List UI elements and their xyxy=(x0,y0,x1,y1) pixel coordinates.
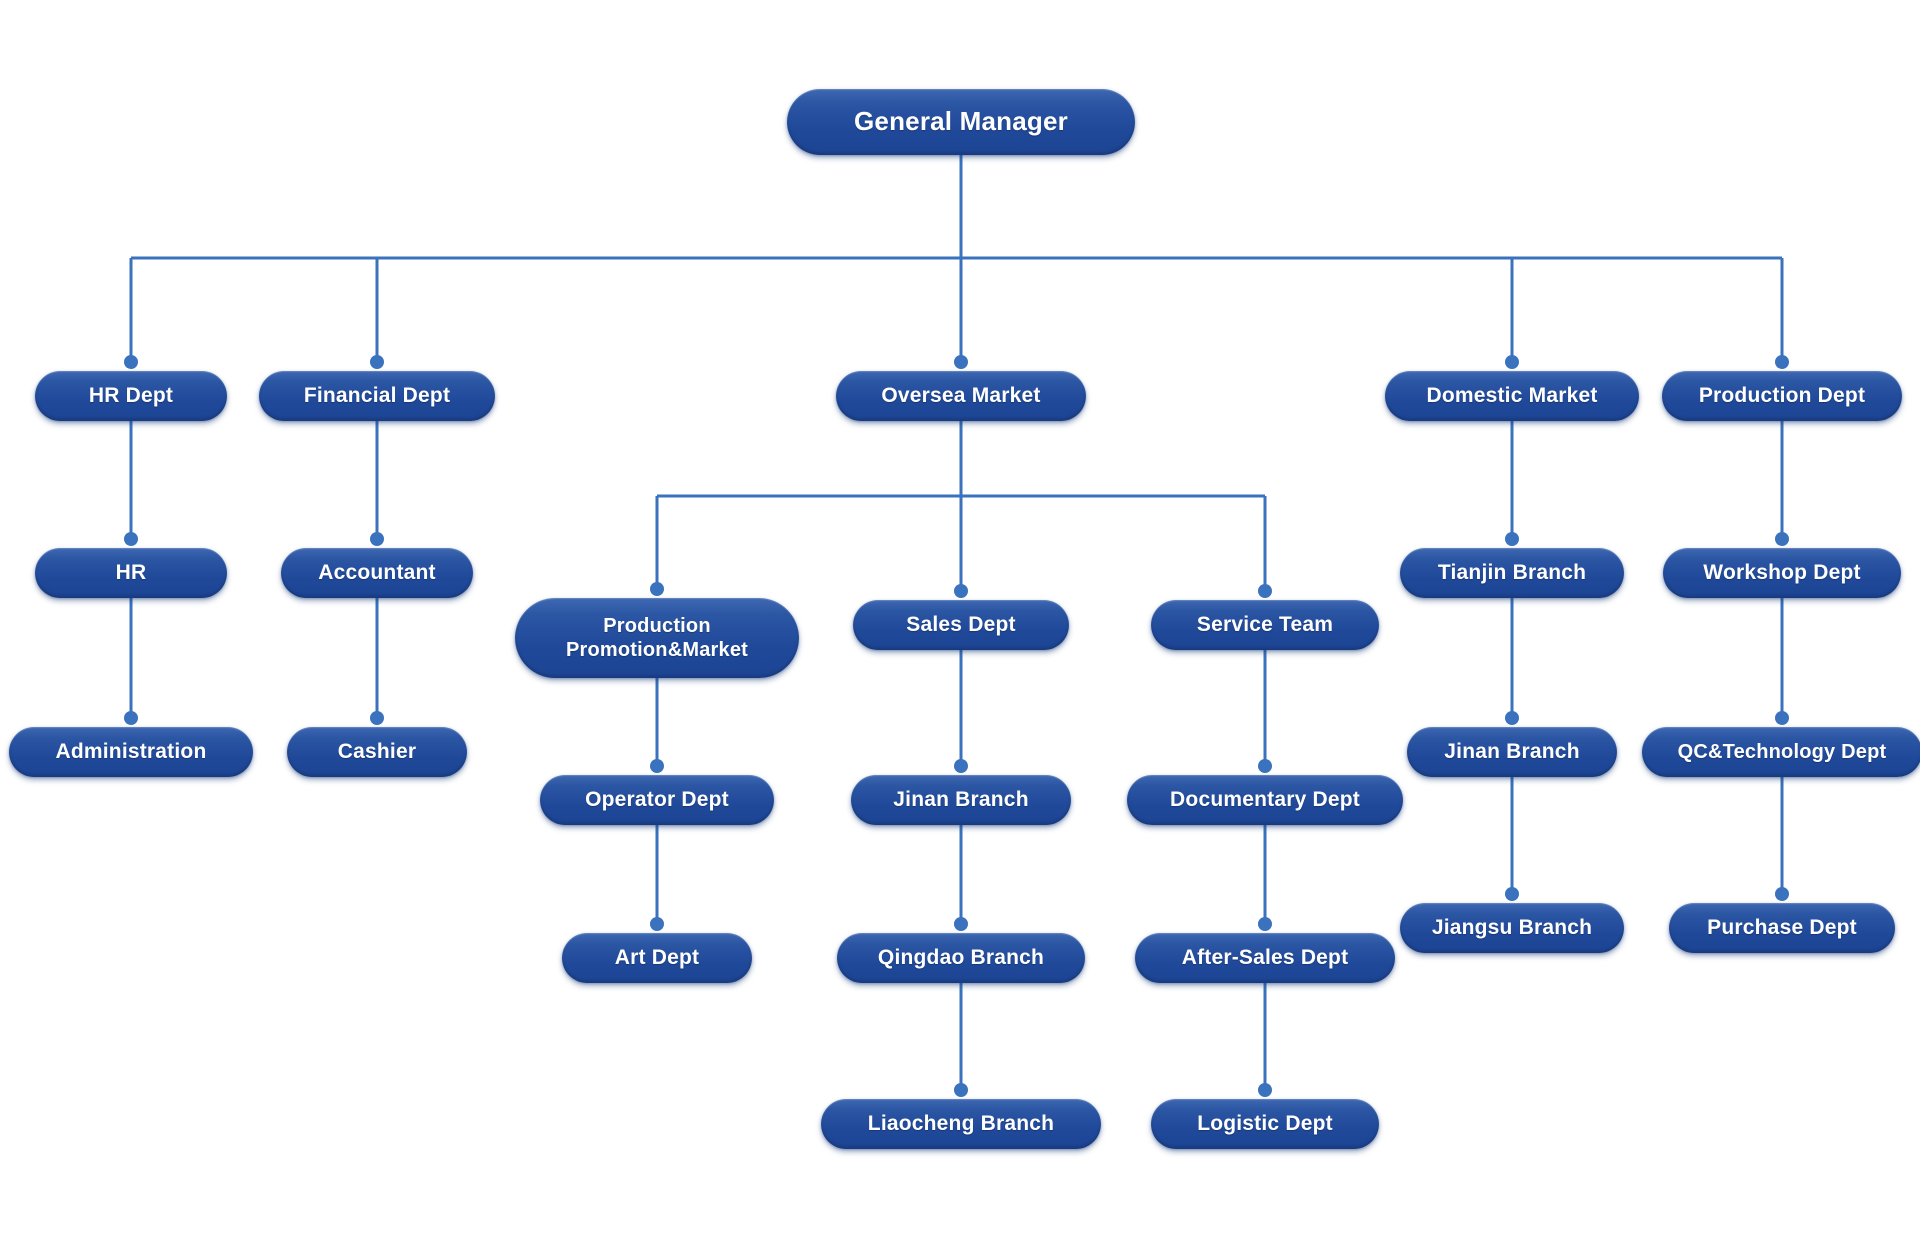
connector-endpoint-dot xyxy=(124,711,138,725)
org-node-label: Tianjin Branch xyxy=(1437,561,1587,585)
org-node-label: Sales Dept xyxy=(906,613,1016,637)
org-node-workshop-dept[interactable]: Workshop Dept xyxy=(1663,548,1901,598)
org-node-label: Workshop Dept xyxy=(1703,561,1861,585)
org-node-label: Art Dept xyxy=(614,946,700,970)
connector-endpoint-dot xyxy=(124,355,138,369)
connector-endpoint-dot xyxy=(650,917,664,931)
org-node-jinan-branch-dom[interactable]: Jinan Branch xyxy=(1407,727,1617,777)
org-node-label: Cashier xyxy=(337,740,417,764)
org-node-label: Administration xyxy=(55,740,207,764)
connector-endpoint-dot xyxy=(1258,1083,1272,1097)
org-node-label: Domestic Market xyxy=(1426,384,1598,408)
org-node-label: Accountant xyxy=(318,561,436,585)
connector-endpoint-dot xyxy=(954,1083,968,1097)
org-node-production-dept[interactable]: Production Dept xyxy=(1662,371,1902,421)
connector-endpoint-dot xyxy=(1258,759,1272,773)
connector-endpoint-dot xyxy=(954,759,968,773)
org-node-label: Liaocheng Branch xyxy=(867,1112,1055,1136)
connector-endpoint-dot xyxy=(370,355,384,369)
org-node-hr[interactable]: HR xyxy=(35,548,227,598)
org-node-label: HR Dept xyxy=(88,384,174,408)
org-node-service-team[interactable]: Service Team xyxy=(1151,600,1379,650)
org-node-label: After-Sales Dept xyxy=(1181,946,1349,970)
org-node-label: Purchase Dept xyxy=(1707,916,1857,940)
org-node-general-manager[interactable]: General Manager xyxy=(787,89,1135,155)
connector-endpoint-dot xyxy=(1505,532,1519,546)
org-node-administration[interactable]: Administration xyxy=(9,727,253,777)
connector-endpoint-dot xyxy=(370,711,384,725)
org-node-cashier[interactable]: Cashier xyxy=(287,727,467,777)
connector-endpoint-dot xyxy=(1505,887,1519,901)
org-node-label: Production Promotion&Market xyxy=(565,614,749,661)
connector-endpoint-dot xyxy=(954,584,968,598)
connector-endpoint-dot xyxy=(650,759,664,773)
org-node-oversea-market[interactable]: Oversea Market xyxy=(836,371,1086,421)
org-node-hr-dept[interactable]: HR Dept xyxy=(35,371,227,421)
org-node-tianjin-branch[interactable]: Tianjin Branch xyxy=(1400,548,1624,598)
connector-endpoint-dot xyxy=(1505,355,1519,369)
connector-endpoint-dot xyxy=(1505,711,1519,725)
org-node-label: General Manager xyxy=(854,106,1068,137)
org-node-label: Documentary Dept xyxy=(1170,788,1360,812)
connector-endpoint-dot xyxy=(650,582,664,596)
org-node-accountant[interactable]: Accountant xyxy=(281,548,473,598)
connector-endpoint-dot xyxy=(1775,887,1789,901)
connector-endpoint-dot xyxy=(954,917,968,931)
connector-endpoint-dot xyxy=(1258,917,1272,931)
connector-endpoint-dot xyxy=(1775,355,1789,369)
connector-endpoint-dot xyxy=(1775,711,1789,725)
org-node-label: QC&Technology Dept xyxy=(1677,740,1887,763)
org-node-liaocheng-branch[interactable]: Liaocheng Branch xyxy=(821,1099,1101,1149)
connector-endpoint-dot xyxy=(1775,532,1789,546)
org-node-jinan-branch-sales[interactable]: Jinan Branch xyxy=(851,775,1071,825)
connector-endpoint-dot xyxy=(370,532,384,546)
org-node-logistic-dept[interactable]: Logistic Dept xyxy=(1151,1099,1379,1149)
org-node-label: Jinan Branch xyxy=(1444,740,1580,764)
org-node-operator-dept[interactable]: Operator Dept xyxy=(540,775,774,825)
org-node-label: Financial Dept xyxy=(303,384,451,408)
org-node-label: HR xyxy=(115,561,147,585)
org-node-sales-dept[interactable]: Sales Dept xyxy=(853,600,1069,650)
org-node-label: Jiangsu Branch xyxy=(1431,916,1593,940)
org-node-label: Logistic Dept xyxy=(1197,1112,1333,1136)
org-node-after-sales-dept[interactable]: After-Sales Dept xyxy=(1135,933,1395,983)
org-node-art-dept[interactable]: Art Dept xyxy=(562,933,752,983)
org-node-label: Oversea Market xyxy=(881,384,1041,408)
connector-endpoint-dot xyxy=(1258,584,1272,598)
org-node-financial-dept[interactable]: Financial Dept xyxy=(259,371,495,421)
org-node-production-promotion[interactable]: Production Promotion&Market xyxy=(515,598,799,678)
org-node-label: Service Team xyxy=(1196,613,1334,637)
org-node-label: Production Dept xyxy=(1698,384,1866,408)
org-node-purchase-dept[interactable]: Purchase Dept xyxy=(1669,903,1895,953)
connector-endpoint-dot xyxy=(124,532,138,546)
org-node-label: Qingdao Branch xyxy=(877,946,1045,970)
org-node-label: Jinan Branch xyxy=(893,788,1029,812)
org-node-domestic-market[interactable]: Domestic Market xyxy=(1385,371,1639,421)
org-node-label: Operator Dept xyxy=(585,788,729,812)
org-node-documentary-dept[interactable]: Documentary Dept xyxy=(1127,775,1403,825)
org-node-qingdao-branch[interactable]: Qingdao Branch xyxy=(837,933,1085,983)
connector-endpoint-dot xyxy=(954,355,968,369)
org-node-jiangsu-branch[interactable]: Jiangsu Branch xyxy=(1400,903,1624,953)
org-node-qc-technology-dept[interactable]: QC&Technology Dept xyxy=(1642,727,1920,777)
